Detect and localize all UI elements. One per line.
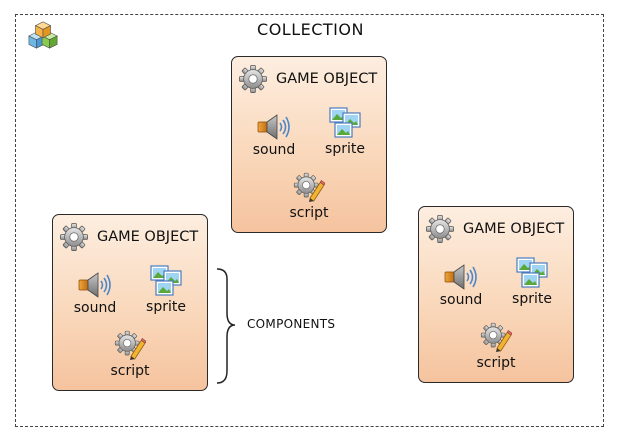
- sprite-image-icon: [516, 257, 548, 289]
- script-component[interactable]: script: [105, 329, 155, 379]
- speaker-icon: [257, 114, 291, 140]
- script-label: script: [289, 205, 329, 221]
- script-component[interactable]: script: [471, 321, 521, 371]
- game-object-right[interactable]: GAME OBJECT sound sprite script: [418, 206, 574, 383]
- sound-label: sound: [439, 292, 483, 308]
- game-object-header: GAME OBJECT: [59, 222, 198, 252]
- sprite-label: sprite: [146, 299, 186, 315]
- sound-component[interactable]: sound: [435, 264, 487, 308]
- sound-component[interactable]: sound: [248, 114, 300, 158]
- game-object-header: GAME OBJECT: [238, 64, 377, 94]
- gear-icon: [59, 222, 89, 252]
- sound-component[interactable]: sound: [69, 272, 121, 316]
- speaker-icon: [78, 272, 112, 298]
- script-gear-pencil-icon: [293, 171, 325, 203]
- sprite-image-icon: [329, 107, 361, 139]
- sprite-component[interactable]: sprite: [320, 107, 370, 157]
- game-object-title: GAME OBJECT: [463, 221, 565, 237]
- components-brace: [215, 267, 237, 385]
- script-label: script: [110, 363, 150, 379]
- sprite-component[interactable]: sprite: [507, 257, 557, 307]
- game-object-header: GAME OBJECT: [425, 214, 564, 244]
- game-object-left[interactable]: GAME OBJECT sound sprite script: [52, 214, 208, 391]
- gear-icon: [238, 64, 268, 94]
- sprite-image-icon: [150, 265, 182, 297]
- gear-icon: [425, 214, 455, 244]
- game-object-title: GAME OBJECT: [276, 71, 378, 87]
- script-gear-pencil-icon: [114, 329, 146, 361]
- game-object-top[interactable]: GAME OBJECT sound sprite script: [231, 56, 387, 233]
- speaker-icon: [444, 264, 478, 290]
- script-component[interactable]: script: [284, 171, 334, 221]
- sound-label: sound: [252, 142, 296, 158]
- sound-label: sound: [73, 300, 117, 316]
- script-label: script: [476, 355, 516, 371]
- sprite-label: sprite: [512, 291, 552, 307]
- components-label: COMPONENTS: [247, 317, 336, 331]
- game-object-title: GAME OBJECT: [97, 229, 199, 245]
- collection-title: COLLECTION: [257, 20, 364, 39]
- collection-frame: [15, 14, 604, 427]
- script-gear-pencil-icon: [480, 321, 512, 353]
- sprite-label: sprite: [325, 141, 365, 157]
- sprite-component[interactable]: sprite: [141, 265, 191, 315]
